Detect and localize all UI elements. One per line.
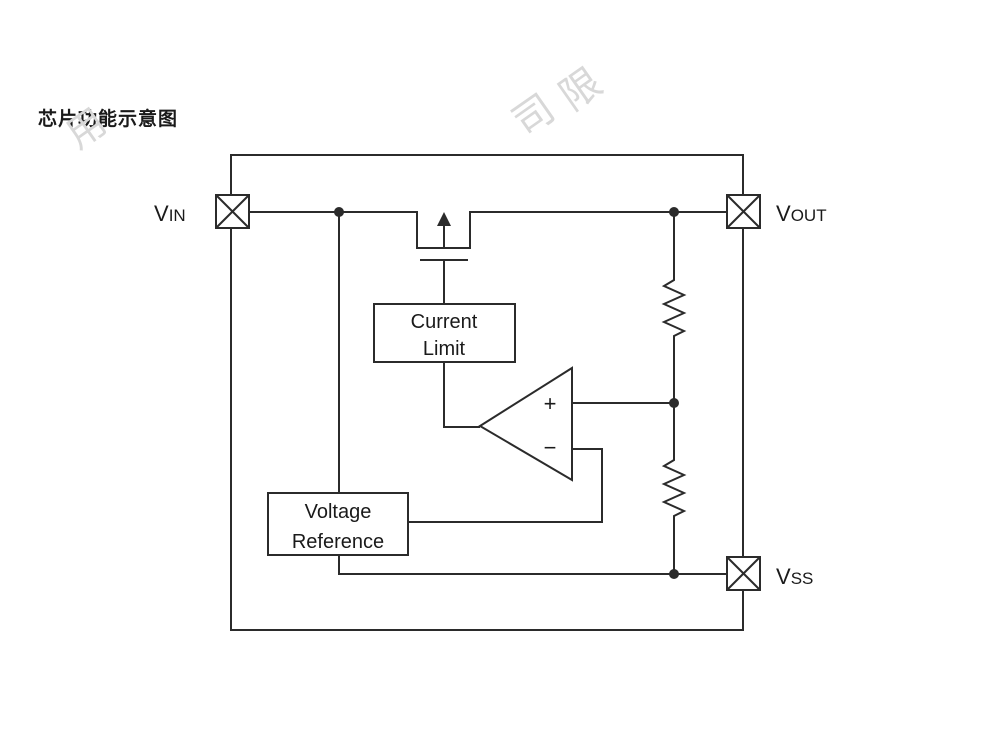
ground-wire — [338, 555, 727, 575]
amp-output-wire — [443, 362, 480, 428]
current-limit-label-2: Limit — [423, 338, 466, 360]
page-title: 芯片功能示意图 — [38, 108, 179, 130]
voltage-reference-block — [267, 492, 409, 556]
amp-plus-sign: + — [544, 391, 557, 416]
error-amplifier — [478, 366, 573, 482]
divider-midpoint-dot — [669, 398, 679, 408]
mosfet-arrow-head — [437, 212, 451, 226]
vout-junction-dot — [669, 207, 679, 217]
vout-label: VOUT — [776, 201, 827, 226]
current-limit-label-1: Current — [411, 311, 478, 333]
voltage-reference-label-2: Reference — [292, 531, 384, 553]
vin-pin — [215, 194, 250, 229]
vin-junction-dot — [334, 207, 344, 217]
vss-label: VSS — [776, 564, 813, 589]
watermark-char-a: 用 — [58, 100, 114, 158]
amp-minus-input-wire — [408, 448, 603, 523]
chip-outline — [230, 154, 744, 631]
watermark-char-c: 限 — [551, 60, 610, 121]
voltage-reference-label-1: Voltage — [305, 501, 372, 523]
vss-pin — [726, 556, 761, 591]
watermark: 用 司 限 — [58, 60, 611, 158]
watermark-char-b: 司 — [504, 86, 563, 147]
amp-minus-sign: − — [544, 435, 557, 460]
power-path-wire — [249, 211, 727, 249]
vout-pin — [726, 194, 761, 229]
resistor-divider — [661, 212, 687, 574]
vin-label: VIN — [154, 201, 186, 226]
